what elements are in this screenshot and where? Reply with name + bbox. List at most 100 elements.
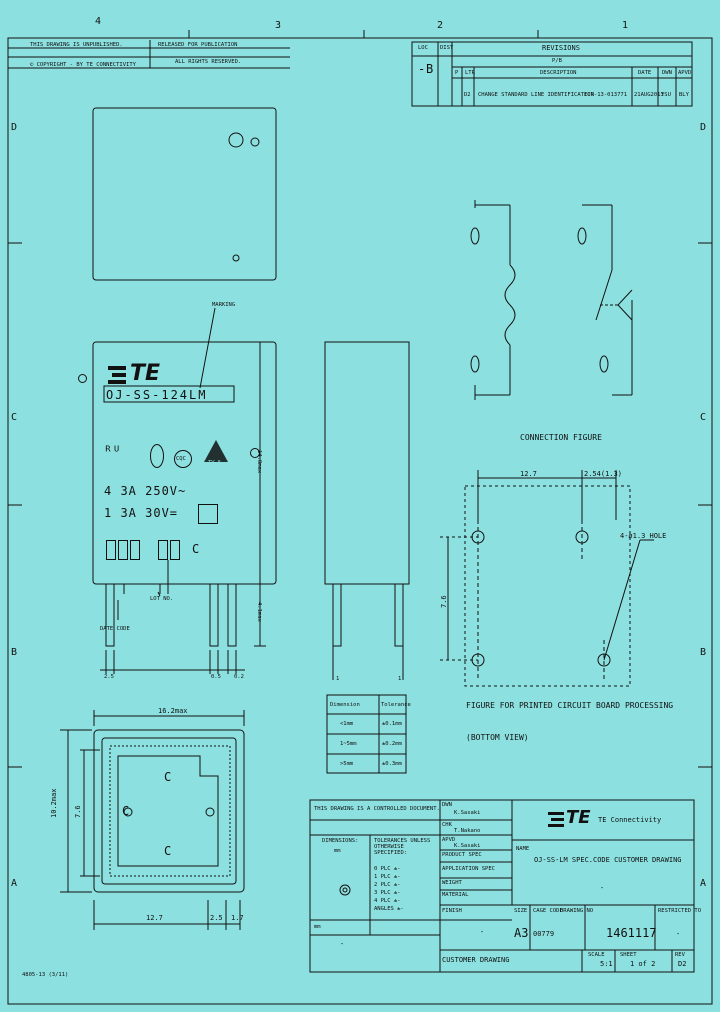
tol-row-3-dim: >5mm — [340, 761, 354, 767]
tb-tol-row-0: 0 PLC ±- — [374, 866, 401, 872]
tol-row-2-tol: ±0.2mm — [382, 741, 402, 747]
rev-row-apvd: BLY — [679, 92, 689, 98]
tb-tol-row-3: 3 PLC ±- — [374, 890, 401, 896]
tb-tol-row-1: 1 PLC ±- — [374, 874, 401, 880]
ceg-label: C — [192, 542, 200, 556]
date-code-box-3 — [130, 540, 140, 560]
tb-size-label: SIZE — [514, 908, 528, 914]
marking-label: MARKING — [212, 302, 236, 308]
zone-label-d-right: D — [700, 122, 707, 133]
zone-label-1: 1 — [622, 20, 629, 31]
header-copyright: © COPYRIGHT - BY TE CONNECTIVITY — [30, 62, 136, 68]
date-code-box-2 — [118, 540, 128, 560]
connection-figure-title: CONNECTION FIGURE — [520, 433, 602, 442]
pcb-dim-side: 7.6 — [440, 595, 448, 608]
rev-col-ltr: LTR — [465, 70, 475, 76]
tb-finish: FINISH — [442, 908, 462, 914]
tb-rev-label: REV — [675, 952, 685, 958]
tb-name-dash: - — [600, 884, 605, 892]
tb-customer: CUSTOMER DRAWING — [442, 956, 510, 964]
rev-loc-value: - — [418, 62, 426, 76]
bottom-height-dim: 10.2max — [50, 788, 58, 818]
bottom-label-c1: C — [164, 770, 172, 784]
date-code-label: DATE CODE — [100, 626, 130, 632]
lot-box-1 — [158, 540, 168, 560]
date-code-box-1 — [106, 540, 116, 560]
tol-header-tolerance: Tolerance — [381, 702, 411, 708]
tol-row-1-dim: <1mm — [340, 721, 354, 727]
tol-header-dimension: Dimension — [330, 702, 360, 708]
tb-dims-label-2: mm — [314, 924, 321, 930]
header-rights: ALL RIGHTS RESERVED. — [175, 59, 242, 65]
tb-dwn-value: K.Sasaki — [454, 810, 481, 816]
tb-finish-dash: - — [480, 928, 485, 936]
relay-part-number: OJ-SS-124LM — [106, 388, 208, 402]
tv-box — [198, 504, 218, 524]
tb-product-spec: PRODUCT SPEC — [442, 852, 482, 858]
tb-dims-unit: mm — [334, 848, 341, 854]
tb-dwg-no: 1461117 — [606, 926, 657, 940]
tb-scale-label: SCALE — [588, 952, 605, 958]
tb-dwn-label: DWN — [442, 802, 452, 808]
tol-row-2-dim: 1~5mm — [340, 741, 357, 747]
height-dim: 14.8max — [256, 450, 262, 474]
header-unpublished: THIS DRAWING IS UNPUBLISHED. — [30, 42, 123, 48]
bottom-label-c3: C — [164, 844, 172, 858]
tol-row-3-tol: ±0.3mm — [382, 761, 402, 767]
te-logo: TE — [130, 361, 161, 386]
zone-label-c: C — [11, 412, 18, 423]
ground-mark-icon — [78, 374, 87, 383]
pin-length-dim: 4.1max — [256, 602, 262, 622]
pcb-subtitle: (BOTTOM VIEW) — [466, 733, 529, 742]
tv-label: TV-5 — [208, 460, 222, 466]
rating-line-1: 4 3A 250V~ — [104, 484, 187, 498]
tb-tol-row-4: 4 PLC ±- — [374, 898, 401, 904]
bottom-label-c2: C — [122, 804, 130, 818]
tb-material: MATERIAL — [442, 892, 469, 898]
zone-label-2: 2 — [437, 20, 444, 31]
rev-loc-label: LOC — [418, 45, 428, 51]
bottom-width-dim: 16.2max — [158, 707, 188, 715]
lot-box-2 — [170, 540, 180, 560]
c-mark-icon — [250, 448, 260, 458]
bottom-inner-dim: 7.6 — [74, 805, 82, 818]
tb-application-spec: APPLICATION SPEC — [442, 866, 495, 872]
tb-company: TE Connectivity — [598, 816, 662, 824]
zone-label-a-right: A — [700, 878, 707, 889]
rating-line-2: 1 3A 30V= — [104, 506, 179, 520]
csa-mark-icon — [174, 450, 192, 468]
bottom-pitch-2: 2.5 — [210, 914, 223, 922]
pin-dim-a: 2.5 — [104, 674, 114, 680]
rev-row-ltr: D2 — [464, 92, 471, 98]
pcb-dim-right: 2.54(1.3) — [584, 470, 622, 478]
rev-row-desc: CHANGE STANDARD LINE IDENTIFICATION — [478, 92, 594, 98]
tb-te-logo: TE — [566, 807, 591, 828]
pcb-hole-label: 4-ø1.3 HOLE — [620, 532, 667, 540]
tb-appr-value: K.Sasaki — [454, 843, 481, 849]
pin-dim-c: 0.2 — [234, 674, 244, 680]
rev-dist-value: B — [426, 62, 434, 76]
tb-tol-label: TOLERANCES UNLESS OTHERWISE SPECIFIED: — [374, 838, 431, 856]
tb-chk-value: T.Nakano — [454, 828, 481, 834]
pcb-title: FIGURE FOR PRINTED CIRCUIT BOARD PROCESS… — [466, 701, 674, 710]
tb-cage-label: CAGE CODE — [533, 908, 563, 914]
ul-mark-icon: ᴿᵁ — [104, 444, 121, 460]
zone-label-3: 3 — [275, 20, 282, 31]
pcb-dim-top: 12.7 — [520, 470, 537, 478]
rev-dist-label: DIST — [440, 45, 454, 51]
zone-label-b: B — [11, 647, 18, 658]
rev-col-date: DATE — [638, 70, 652, 76]
bottom-pitch-1: 12.7 — [146, 914, 163, 922]
zone-label-d: D — [11, 122, 18, 133]
side-pin-2: 1 — [398, 676, 402, 682]
tb-scale: 5:1 — [600, 960, 613, 968]
rev-col-apvd: APVD — [678, 70, 692, 76]
rev-row-date: 21AUG2013 — [634, 92, 664, 98]
header-released: RELEASED FOR PUBLICATION — [158, 42, 238, 48]
rev-sub: P/B — [552, 58, 562, 64]
bottom-pitch-3: 1.7 — [231, 914, 244, 922]
tb-sheet: 1 of 2 — [630, 960, 656, 968]
cqc-label: CQC — [176, 456, 186, 462]
tb-rst: - — [676, 930, 681, 938]
